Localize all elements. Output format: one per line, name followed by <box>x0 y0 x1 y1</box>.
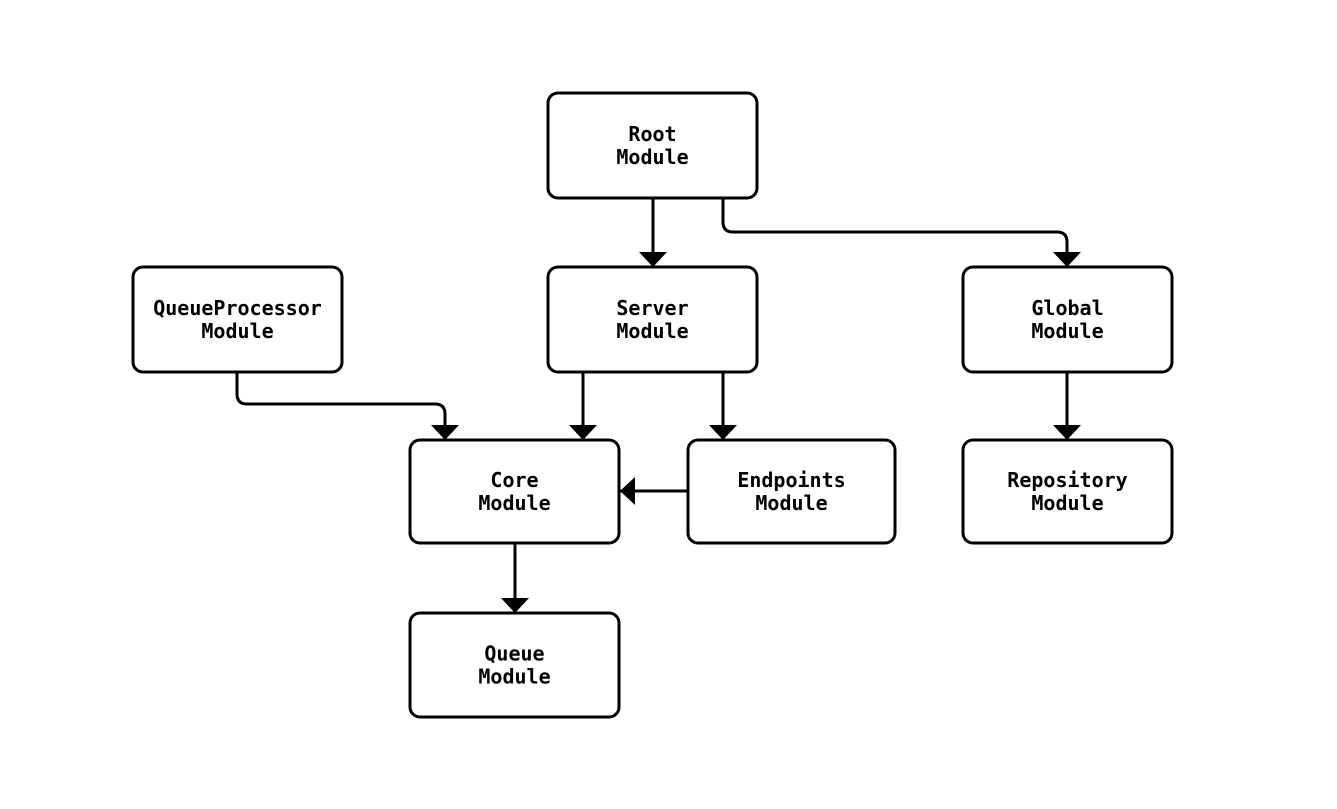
node-repository-label-line: Module <box>1031 491 1103 515</box>
node-endpoints-label-line: Endpoints <box>737 468 845 492</box>
node-queue-box <box>408 611 621 719</box>
node-root-label-line: Module <box>616 145 688 169</box>
node-core-label-line: Module <box>478 491 550 515</box>
node-repository-label-line: Repository <box>1007 468 1127 492</box>
node-queue-processor-label-line: Module <box>201 319 273 343</box>
node-root-box <box>546 91 759 200</box>
node-root-label-line: Root <box>628 122 676 146</box>
edge-root-to-global <box>721 198 1081 267</box>
node-queue-label-line: Queue <box>484 642 544 666</box>
node-queue-label-line: Module <box>478 665 550 689</box>
node-core-box <box>408 438 621 545</box>
node-queue-processor-box <box>131 265 344 374</box>
edge-queue-processor-to-core <box>235 372 459 440</box>
node-server-label-line: Server <box>616 296 688 320</box>
node-queue-processor-label-line: QueueProcessor <box>153 296 322 320</box>
node-server-box <box>546 265 759 374</box>
node-endpoints-label-line: Module <box>755 491 827 515</box>
node-core-label-line: Core <box>490 468 538 492</box>
node-repository-box <box>961 438 1174 545</box>
node-global-label-line: Global <box>1031 296 1103 320</box>
node-endpoints-box <box>686 438 897 545</box>
node-server-label-line: Module <box>616 319 688 343</box>
node-global-box <box>961 265 1174 374</box>
node-global-label-line: Module <box>1031 319 1103 343</box>
